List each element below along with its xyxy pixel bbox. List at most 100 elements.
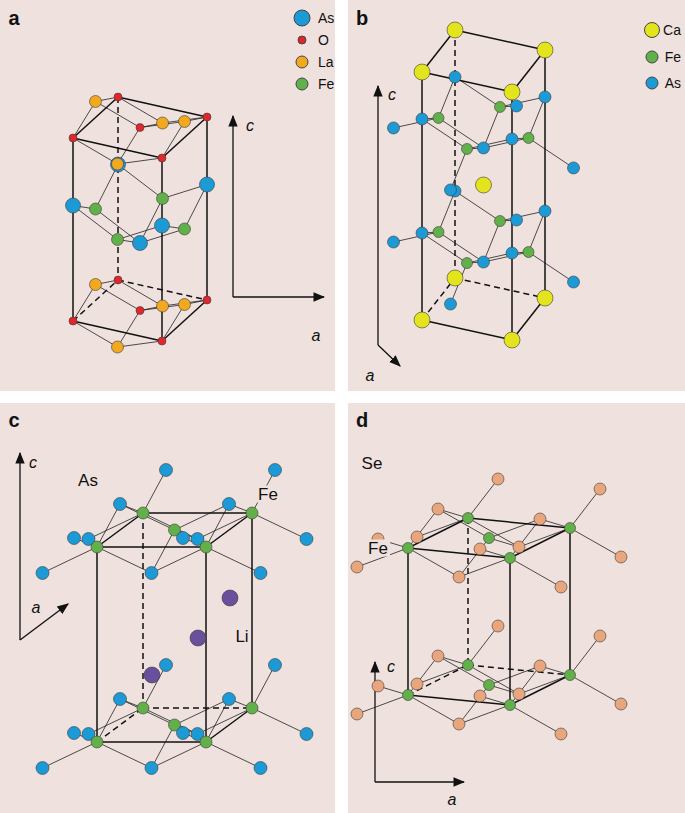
unit-cell (66, 93, 215, 353)
unit-cell (351, 473, 627, 740)
atom (145, 567, 158, 580)
bond (570, 675, 621, 704)
atom (155, 218, 170, 233)
cell-edge (142, 513, 144, 708)
element-label: Fe (256, 486, 280, 503)
bond (97, 547, 152, 573)
panel-letter: a (8, 8, 19, 28)
bond (439, 191, 456, 232)
atom (453, 571, 465, 583)
atom (223, 693, 236, 706)
atom (114, 498, 127, 511)
bond (510, 558, 561, 587)
atom (36, 567, 49, 580)
cell-edge (455, 30, 545, 50)
atom (615, 551, 627, 563)
atom (160, 659, 173, 672)
bond (252, 665, 275, 708)
atom (445, 184, 457, 196)
bond (510, 666, 540, 705)
atom (565, 523, 576, 534)
panel-letter: d (356, 410, 368, 430)
bond (152, 547, 207, 573)
atom (411, 678, 423, 690)
atom (160, 464, 173, 477)
bond (529, 97, 546, 138)
atom (433, 112, 444, 123)
atom (534, 513, 546, 525)
atom (445, 298, 457, 310)
bond (439, 118, 484, 148)
atom (145, 762, 158, 775)
atom (137, 702, 149, 714)
bond (252, 513, 307, 539)
cell-edge (467, 518, 469, 665)
bond (118, 311, 141, 348)
element-label: Fe (366, 540, 390, 557)
atom (432, 650, 444, 662)
atom (505, 700, 516, 711)
atom (190, 630, 206, 646)
cell-edge (408, 548, 510, 558)
atom (513, 688, 525, 700)
cell-edge (161, 158, 163, 341)
bond (143, 665, 166, 708)
atom (254, 762, 267, 775)
atom (114, 693, 127, 706)
unit-cell (36, 464, 313, 775)
cell-edge (422, 320, 512, 340)
legend-text: La (318, 55, 334, 69)
atom (513, 541, 525, 553)
cell-edge (408, 695, 510, 705)
bond (438, 656, 489, 685)
atom (177, 727, 190, 740)
bond (529, 138, 574, 168)
atom (453, 718, 465, 730)
cell-edge (468, 518, 570, 528)
bond (519, 528, 570, 547)
atom (433, 227, 444, 238)
atom (112, 341, 124, 353)
panel-letter: b (356, 8, 368, 28)
legend-swatch (296, 56, 309, 69)
legend-swatch (646, 77, 659, 90)
axes (20, 86, 464, 782)
atom (269, 659, 282, 672)
cell-edge (408, 665, 468, 695)
bond (519, 675, 570, 694)
axis-label: c (246, 118, 254, 134)
atom (114, 93, 122, 101)
bond (438, 509, 489, 538)
axis-arrow (19, 453, 20, 640)
bond (96, 102, 141, 128)
atom (523, 247, 534, 258)
atom (414, 312, 430, 328)
atom (492, 473, 504, 485)
panel-ground (0, 403, 335, 813)
cell-edge (407, 548, 409, 695)
atom (432, 503, 444, 515)
cell-edge (251, 513, 253, 708)
bond (357, 695, 408, 714)
bond (118, 280, 163, 306)
atom (568, 162, 580, 174)
panel-ground (348, 0, 685, 391)
axis-arrow (378, 345, 400, 366)
atom (223, 498, 236, 511)
legend-swatch (296, 78, 309, 91)
bond (175, 699, 230, 725)
axis-label: a (366, 368, 375, 384)
atom (506, 247, 518, 259)
cell-edge (510, 528, 570, 558)
atom (463, 660, 474, 671)
atom (68, 532, 81, 545)
atom (158, 337, 166, 345)
atom (403, 543, 414, 554)
cell-edge (97, 546, 206, 548)
atom (351, 708, 363, 720)
bond (468, 479, 498, 518)
cell-edge (97, 513, 143, 547)
bond (206, 504, 229, 547)
bond (43, 547, 98, 573)
